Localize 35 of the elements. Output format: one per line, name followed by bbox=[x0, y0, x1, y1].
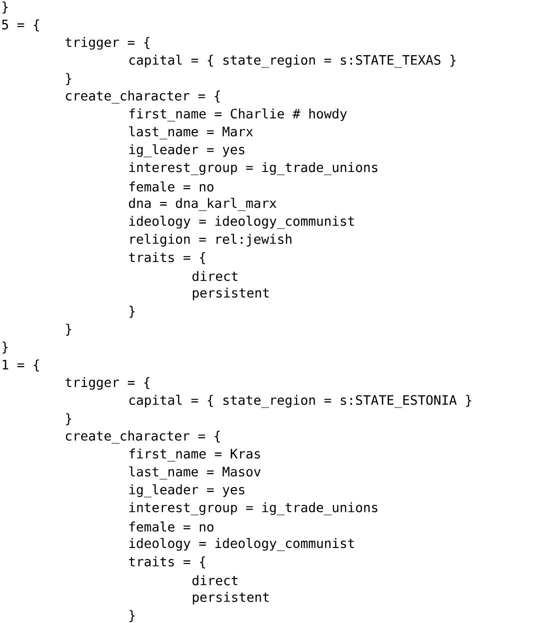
code-line: first_name = Charlie # howdy bbox=[129, 108, 347, 122]
code-line: female = no bbox=[129, 181, 214, 192]
code-line: } bbox=[66, 413, 72, 426]
code-line: create_character = { bbox=[66, 90, 220, 104]
code-line: last_name = Marx bbox=[129, 126, 253, 140]
code-line: persistent bbox=[192, 592, 269, 604]
code-line: } bbox=[130, 610, 135, 622]
code-line: ideology = ideology_communist bbox=[129, 216, 354, 229]
code-line: direct bbox=[192, 575, 238, 586]
code-line: traits = { bbox=[129, 252, 206, 264]
code-line: capital = { state_region = s:STATE_TEXAS } bbox=[129, 54, 456, 68]
code-line: trigger = { bbox=[66, 36, 150, 50]
code-line: direct bbox=[192, 270, 238, 282]
code-line: religion = rel:jewish bbox=[130, 234, 292, 247]
code-line: } bbox=[66, 73, 72, 86]
code-line: ig_leader = yes bbox=[129, 484, 244, 498]
code-line: } bbox=[2, 342, 8, 354]
code-line: 1 = { bbox=[2, 360, 39, 372]
code-line: ideology = ideology_communist bbox=[129, 538, 354, 552]
code-line: first_name = Kras bbox=[129, 448, 260, 462]
code-line: persistent bbox=[192, 288, 269, 300]
code-line: } bbox=[66, 324, 72, 336]
code-line: female = no bbox=[129, 522, 214, 532]
code-line: interest_group = ig_trade_unions bbox=[129, 502, 378, 516]
code-line: } bbox=[130, 306, 135, 318]
code-line: } bbox=[2, 2, 8, 14]
code-line: capital = { state_region = s:STATE_ESTONIA } bbox=[129, 394, 472, 408]
code-line: dna = dna_karl_marx bbox=[128, 198, 276, 211]
code-line: last_name = Masov bbox=[129, 466, 261, 480]
code-line: 5 = { bbox=[2, 19, 39, 32]
code-line: interest_group = ig_trade_unions bbox=[129, 162, 378, 176]
code-line: traits = { bbox=[129, 556, 206, 568]
code-line: ig_leader = yes bbox=[129, 144, 244, 158]
code-line: trigger = { bbox=[66, 377, 150, 390]
code-line: create_character = { bbox=[66, 430, 220, 444]
